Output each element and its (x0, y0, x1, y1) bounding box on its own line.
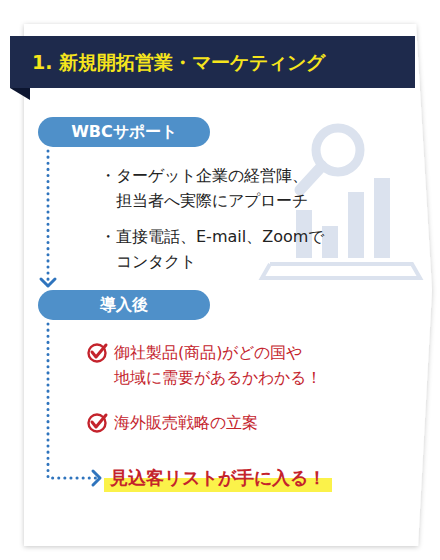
arrow-head (41, 279, 55, 286)
bar (374, 178, 390, 258)
dotted-line (47, 151, 50, 286)
base (262, 264, 420, 278)
result-highlight: 見込客リストが手に入る！ (104, 464, 332, 492)
step-pill: 導入後 (38, 290, 210, 320)
dotted-line (48, 324, 100, 478)
title-text: 1. 新規開拓営業・マーケティング (32, 51, 325, 73)
band-fold (10, 88, 30, 100)
node-text: 見込客リストが手に入る！ (110, 464, 326, 492)
check-circle (89, 415, 106, 432)
node-text: 導入後 (38, 290, 210, 320)
check-text: 御社製品(商品)がどの国や 地域に需要があるかわかる！ (114, 340, 354, 390)
card-panel (24, 24, 432, 546)
node-text: WBCサポート (38, 117, 210, 147)
dotted-connector (41, 151, 55, 286)
check-icon (89, 415, 107, 432)
check-tick (92, 415, 106, 427)
arrow-head (93, 471, 100, 485)
check-icon (89, 345, 107, 362)
bullet-text: ・ターゲット企業の経営陣、 担当者へ実際にアプローチ (100, 163, 376, 213)
bar (348, 192, 364, 258)
check-tick (92, 345, 106, 357)
title-band: 1. 新規開拓営業・マーケティング (10, 36, 415, 88)
bar (322, 226, 338, 258)
dotted-connector (48, 324, 100, 485)
bullet-text: ・直接電話、E-mail、Zoomで コンタクト (100, 224, 376, 274)
step-pill: WBCサポート (38, 117, 210, 147)
check-circle (89, 345, 106, 362)
check-text: 海外販売戦略の立案 (114, 410, 354, 435)
